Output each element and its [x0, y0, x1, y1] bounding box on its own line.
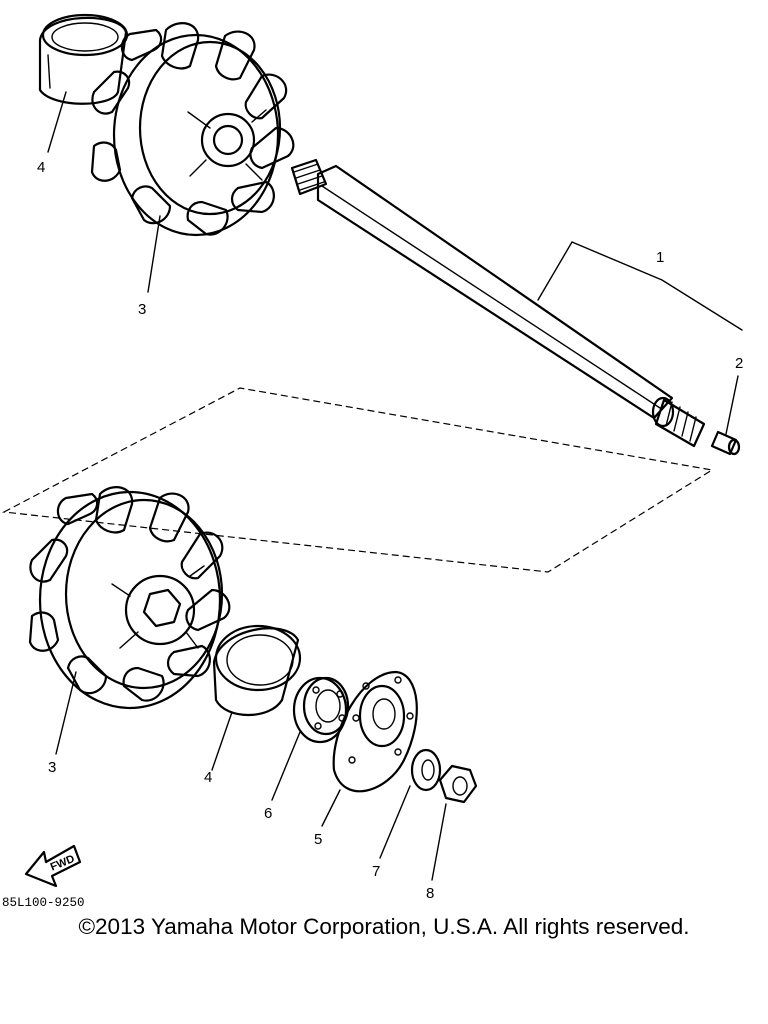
- bottom-sleeve: [212, 624, 302, 717]
- callout-8: 8: [426, 885, 434, 902]
- callout-7: 7: [372, 863, 380, 880]
- callout-3-top: 3: [138, 301, 146, 318]
- washer: [410, 748, 442, 792]
- callout-3-bottom: 3: [48, 759, 56, 776]
- callout-1: 1: [656, 249, 664, 266]
- forward-arrow-icon: FWD: [24, 844, 82, 888]
- callout-5: 5: [314, 831, 322, 848]
- bearing: [292, 676, 350, 744]
- callout-4-bottom: 4: [204, 769, 212, 786]
- callout-2: 2: [735, 355, 743, 372]
- callout-4-top: 4: [37, 159, 45, 176]
- drive-shaft: [290, 158, 706, 448]
- bearing-flange: [332, 670, 418, 793]
- pin: [710, 430, 741, 456]
- diagram-code: 85L100-9250: [2, 896, 85, 910]
- top-sprocket: [90, 22, 295, 237]
- top-sleeve: [38, 13, 129, 105]
- copyright-notice: ©2013 Yamaha Motor Corporation, U.S.A. A…: [78, 914, 690, 939]
- bottom-sprocket: [28, 486, 231, 710]
- assembly-outline: [1, 387, 714, 573]
- leader-lines: [47, 91, 743, 881]
- callout-6: 6: [264, 805, 272, 822]
- nut: [438, 764, 478, 804]
